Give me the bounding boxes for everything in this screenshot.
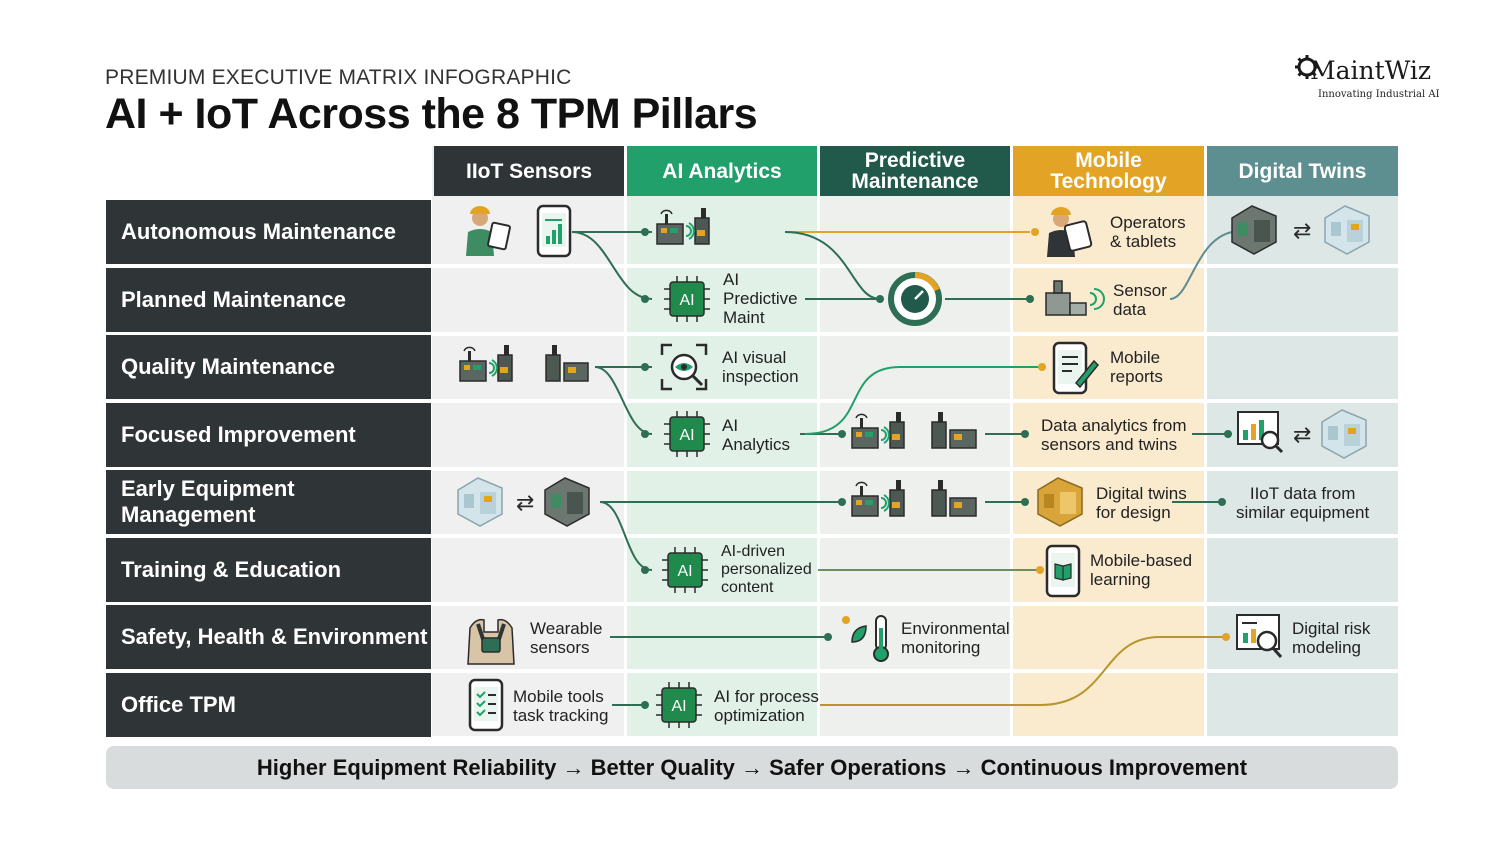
row-label-focused: Focused Improvement (106, 403, 431, 467)
factory-machine-icon (931, 480, 977, 517)
exchange-arrows-icon: ⇄ (1293, 423, 1311, 448)
cell-mobile-learning: Mobile-based learning (1090, 551, 1193, 589)
row-divider (432, 264, 1398, 268)
operator-tablet-icon (466, 206, 511, 256)
cell-mobile-task-tracking: Mobile tools task tracking (513, 687, 609, 725)
row-divider (432, 467, 1398, 471)
smartphone-chart-icon (536, 204, 572, 258)
column-bg-iiot (432, 146, 624, 736)
cell-mobile-reports: Mobile reports (1110, 348, 1163, 386)
logo-tagline: Innovating Industrial AI (1318, 89, 1440, 100)
factory-machine-icon (656, 207, 710, 245)
gauge-icon (888, 272, 942, 326)
book-phone-icon (1045, 544, 1081, 598)
digital-twin-light-icon (1324, 205, 1370, 255)
cell-data-analytics: Data analytics from sensors and twins (1041, 416, 1187, 454)
kicker-text: PREMIUM EXECUTIVE MATRIX INFOGRAPHIC (105, 66, 572, 89)
cell-environmental-monitoring: Environmental monitoring (901, 619, 1010, 657)
column-header-iiot: IIoT Sensors (434, 146, 624, 196)
row-divider (432, 534, 1398, 538)
cell-ai-analytics: AI Analytics (722, 416, 791, 454)
digital-twin-icon (1231, 205, 1277, 255)
mobile-report-icon (1052, 341, 1100, 395)
risk-model-icon (1236, 614, 1283, 658)
checklist-phone-icon (468, 678, 504, 732)
page-title: AI + IoT Across the 8 TPM Pillars (105, 90, 758, 138)
row-label-early-equipment: Early Equipment Management (106, 470, 431, 534)
cell-operators-tablets: Operators & tablets (1110, 213, 1186, 251)
sensor-machine-icon (1045, 280, 1105, 316)
ai-chip-icon (661, 546, 709, 594)
cell-wearable-sensors: Wearable sensors (530, 619, 603, 657)
factory-machine-icon (545, 345, 589, 382)
cell-digital-twins-design: Digital twins for design (1096, 484, 1187, 522)
column-header-ai: AI Analytics (627, 146, 817, 196)
eye-scan-icon (660, 343, 708, 391)
row-divider (432, 332, 1398, 336)
operator-tablet-icon (1047, 207, 1093, 257)
ai-chip-icon (655, 681, 703, 729)
wearable-vest-icon (467, 618, 515, 665)
logo: MaintWiz Innovating Industrial AI (1294, 50, 1464, 104)
cell-iiot-similar-equipment: IIoT data from similar equipment (1236, 484, 1370, 522)
row-label-training: Training & Education (106, 538, 431, 602)
factory-machine-icon (851, 411, 905, 449)
digital-twin-gold-icon (1037, 477, 1083, 527)
exchange-arrows-icon: ⇄ (516, 491, 534, 516)
row-divider (432, 602, 1398, 606)
footer-banner: Higher Equipment Reliability → Better Qu… (106, 746, 1398, 789)
cell-sensor-data: Sensor data (1113, 281, 1167, 319)
row-label-quality: Quality Maintenance (106, 335, 431, 399)
column-header-twin: Digital Twins (1207, 146, 1398, 196)
digital-twin-light-icon (457, 477, 503, 527)
digital-twin-icon (544, 477, 590, 527)
row-divider (432, 669, 1398, 673)
cell-ai-process-optimization: AI for process optimization (714, 687, 819, 725)
factory-machine-icon (931, 412, 977, 449)
digital-twin-light-icon (1321, 409, 1367, 459)
column-header-pm: Predictive Maintenance (820, 146, 1010, 196)
row-label-planned: Planned Maintenance (106, 268, 431, 332)
row-label-autonomous: Autonomous Maintenance (106, 200, 431, 264)
factory-machine-icon (704, 208, 756, 244)
ai-chip-icon (663, 275, 711, 323)
column-header-mobile: Mobile Technology (1013, 146, 1204, 196)
ai-chip-icon (663, 410, 711, 458)
row-divider (432, 399, 1398, 403)
factory-machine-icon (459, 344, 513, 382)
factory-machine-icon (851, 479, 905, 517)
cell-ai-visual-inspection: AI visual inspection (722, 348, 799, 386)
cell-ai-personalized-content: AI-driven personalized content (721, 543, 812, 596)
gear-logo-icon (1295, 55, 1319, 79)
thermometer-leaf-icon (842, 615, 889, 662)
cell-ai-predictive-maint: AI Predictive Maint (723, 270, 798, 327)
logo-name: MaintWiz (1310, 56, 1432, 85)
analytics-magnifier-icon (1237, 411, 1284, 454)
row-label-safety: Safety, Health & Environment (106, 605, 431, 669)
cell-digital-risk-modeling: Digital risk modeling (1292, 619, 1371, 657)
exchange-arrows-icon: ⇄ (1293, 219, 1311, 244)
row-label-office: Office TPM (106, 673, 431, 737)
